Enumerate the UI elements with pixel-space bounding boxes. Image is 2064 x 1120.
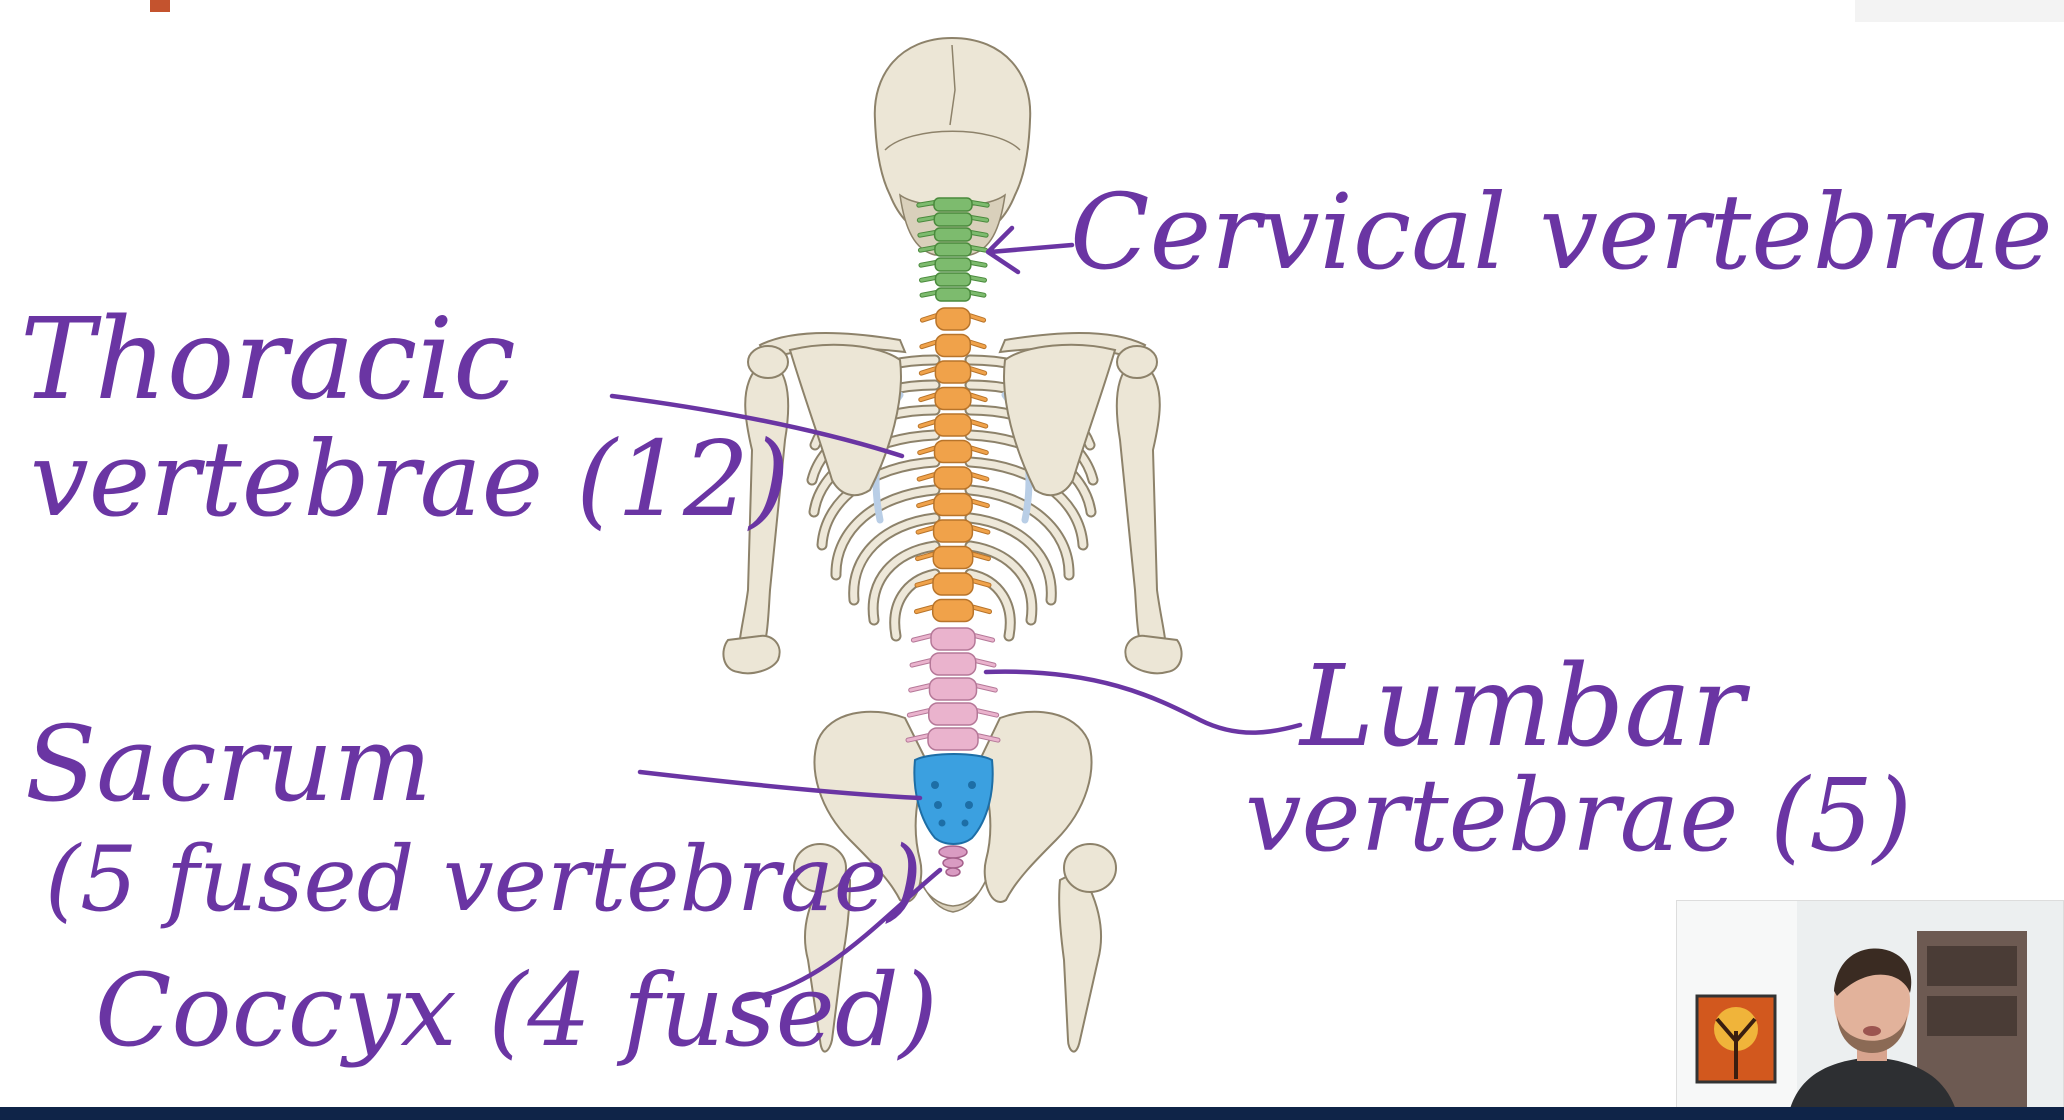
skull-suture: [949, 44, 956, 126]
thoracic-vertebra: [918, 360, 988, 384]
thoracic-vertebra: [915, 545, 991, 570]
lumbar-vertebra: [905, 727, 1001, 751]
slide-bottom-bar: [0, 1107, 2064, 1120]
lumbar-vertebra: [908, 677, 998, 701]
thoracic-vertebra: [913, 598, 993, 623]
thoracic-vertebra: [917, 413, 989, 437]
thoracic-vertebra: [919, 307, 987, 331]
lumbar-label-line2: vertebrae (5): [1245, 757, 1912, 874]
pubic-symphysis: [919, 879, 987, 913]
right-femur-head: [1063, 843, 1117, 893]
thoracic-vertebra: [917, 439, 989, 464]
right-elbow: [1124, 634, 1183, 675]
cervical-arrow: [985, 225, 1075, 275]
coccyx-label: Coccyx (4 fused): [95, 952, 938, 1069]
left-femur: [804, 868, 852, 1053]
cervical-vertebra: [918, 257, 988, 272]
cervical-vertebra: [916, 197, 990, 212]
sacrum-label-line2: (5 fused vertebrae): [45, 827, 922, 932]
right-femur: [1058, 868, 1103, 1053]
sacrum-label-line1: Sacrum: [25, 703, 432, 825]
lumbar-vertebra: [910, 627, 996, 651]
sacrum-bone: [913, 753, 994, 845]
thoracic-vertebra: [916, 466, 990, 490]
thoracic-label-line2: vertebrae (12): [30, 418, 790, 540]
thoracic-vertebrae: [913, 307, 993, 623]
cervical-vertebra: [919, 287, 987, 302]
left-femur-head: [793, 843, 847, 893]
thoracic-vertebra: [918, 386, 988, 411]
left-ilium: [813, 710, 932, 903]
presenter-video: [1677, 901, 2063, 1119]
cervical-vertebra: [919, 272, 987, 287]
lumbar-vertebra: [909, 652, 997, 676]
thoracic-vertebra: [919, 333, 987, 358]
sacrum-pointer-line: [637, 769, 923, 801]
lumbar-vertebrae: [905, 627, 1001, 751]
right-scapula: [1003, 343, 1117, 497]
slide-corner-shape: [1855, 0, 2064, 22]
cervical-label: Cervical vertebrae (7): [1070, 171, 2064, 293]
lumbar-label-line1: Lumbar: [1298, 642, 1751, 772]
annotations: Cervical vertebrae (7) Thoracic vertebra…: [20, 171, 2064, 1069]
cervical-vertebrae: [916, 197, 990, 302]
thoracic-vertebra: [915, 519, 991, 543]
left-elbow: [722, 634, 781, 675]
right-ilium: [974, 710, 1093, 903]
right-shoulder-head: [1116, 345, 1158, 379]
person-icon: [1787, 948, 1959, 1119]
thoracic-label-line1: Thoracic: [20, 295, 516, 425]
lumbar-pointer-line: [983, 669, 1303, 735]
coccyx-pointer-line: [737, 867, 943, 1003]
webcam-overlay: [1676, 900, 2064, 1120]
coccyx-bone: [938, 845, 968, 877]
slide-corner-accent: [150, 0, 170, 12]
thoracic-vertebra: [914, 572, 992, 596]
left-shoulder-head: [747, 345, 789, 379]
cervical-vertebra: [917, 242, 989, 257]
thoracic-pointer-line: [609, 393, 905, 459]
skeleton-illustration: [722, 36, 1183, 1053]
right-humerus: [1115, 369, 1167, 657]
lumbar-vertebra: [906, 702, 1000, 726]
cervical-vertebra: [916, 212, 990, 227]
cervical-vertebra: [917, 227, 989, 242]
thoracic-vertebra: [916, 492, 990, 517]
